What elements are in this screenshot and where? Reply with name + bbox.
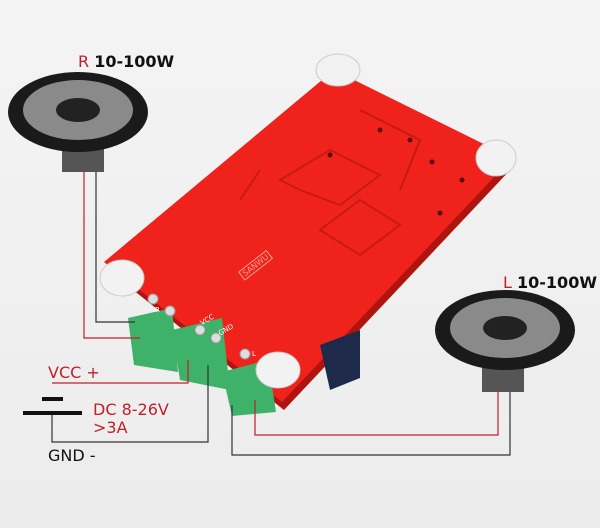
pad-label-l: L: [252, 350, 256, 358]
right-speaker-power: 10-100W: [94, 52, 175, 71]
left-speaker-label: L 10-100W: [503, 273, 597, 292]
right-speaker-label: R 10-100W: [78, 52, 174, 71]
pcb-traces: [239, 109, 422, 257]
right-channel-letter: R: [78, 52, 90, 71]
battery-symbol: [23, 397, 82, 415]
pad-label-r: R: [155, 306, 160, 314]
board-holes: [327, 127, 465, 216]
vcc-label: VCC +: [48, 363, 100, 382]
current-label: >3A: [93, 418, 128, 437]
rubber-feet: [99, 53, 517, 389]
voltage-label: DC 8-26V: [93, 400, 169, 419]
wires: [51, 172, 511, 456]
left-channel-letter: L: [503, 273, 512, 292]
speaker-left-channel: [435, 290, 575, 392]
solder-pads: [147, 293, 251, 360]
gnd-label: GND -: [48, 446, 96, 465]
left-speaker-power: 10-100W: [517, 273, 597, 292]
amplifier-board: [104, 70, 512, 402]
speaker-right-channel: [8, 72, 148, 172]
